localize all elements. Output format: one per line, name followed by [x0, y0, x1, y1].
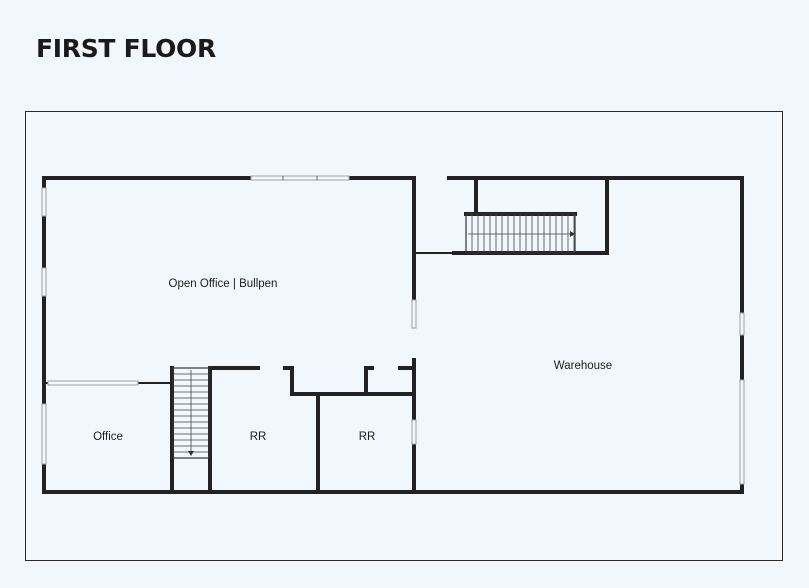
interior-walls: [44, 176, 609, 494]
office-stairs: [172, 367, 210, 459]
office-glass: [47, 380, 139, 386]
page-title: FIRST FLOOR: [36, 34, 216, 63]
arrow-icon: [188, 451, 194, 456]
room-label-rr-2: RR: [359, 431, 376, 443]
west-window-1: [41, 187, 47, 217]
west-window-2: [41, 267, 47, 297]
west-window-3: [41, 403, 47, 465]
north-window: [250, 175, 350, 181]
windows: [41, 175, 745, 485]
east-window-2: [739, 379, 745, 485]
room-label-rr-1: RR: [250, 431, 267, 443]
room-label-office: Office: [93, 431, 123, 443]
exterior-walls: [42, 176, 744, 494]
warehouse-stairs: [465, 213, 576, 254]
room-label-warehouse: Warehouse: [554, 360, 612, 372]
floor-plan-frame: [25, 111, 783, 561]
center-window: [411, 299, 417, 329]
center-window-lower: [411, 419, 417, 445]
east-window-1: [739, 312, 745, 336]
room-label-open-office: Open Office | Bullpen: [169, 278, 278, 290]
arrow-icon: [570, 231, 575, 237]
